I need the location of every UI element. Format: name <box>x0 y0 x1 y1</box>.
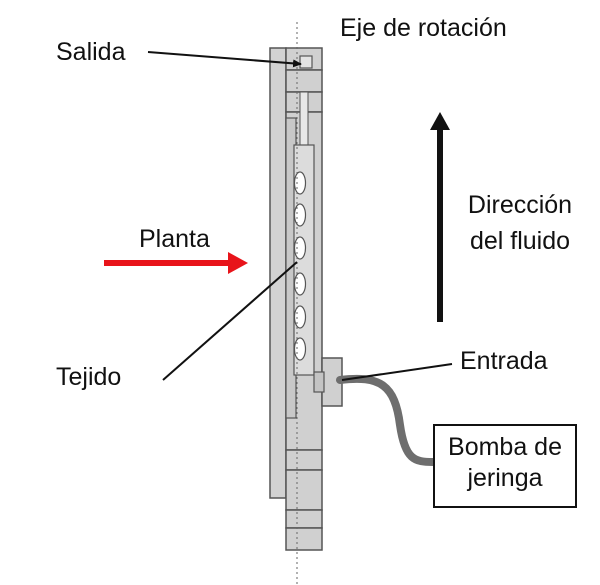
outlet-pointer <box>147 51 302 68</box>
inlet-tube <box>336 374 437 466</box>
fluid-direction-arrow-head <box>430 112 450 130</box>
fluid-direction-label-line1: Dirección <box>467 191 573 219</box>
inlet-label: Entrada <box>460 347 548 375</box>
syringe-pump-label: Bomba de jeringa <box>435 432 575 495</box>
plant-arrow-head <box>228 252 248 274</box>
syringe-pump-label-line1: Bomba de <box>448 433 562 461</box>
outlet-channel <box>299 91 309 148</box>
tissue-label: Tejido <box>56 363 122 391</box>
syringe-pump-label-line2: jeringa <box>467 464 543 493</box>
outlet-label: Salida <box>56 38 126 66</box>
inlet-fitting <box>313 371 325 393</box>
syringe-pump-box: Bomba de jeringa <box>433 424 577 508</box>
inlet-pointer <box>341 363 453 381</box>
tissue-pointer <box>162 261 298 381</box>
plant-label: Planta <box>139 225 210 253</box>
fluid-direction-label-line2: del fluido <box>469 227 571 255</box>
outlet-port <box>299 55 313 69</box>
rotation-axis-label: Eje de rotación <box>340 14 507 42</box>
